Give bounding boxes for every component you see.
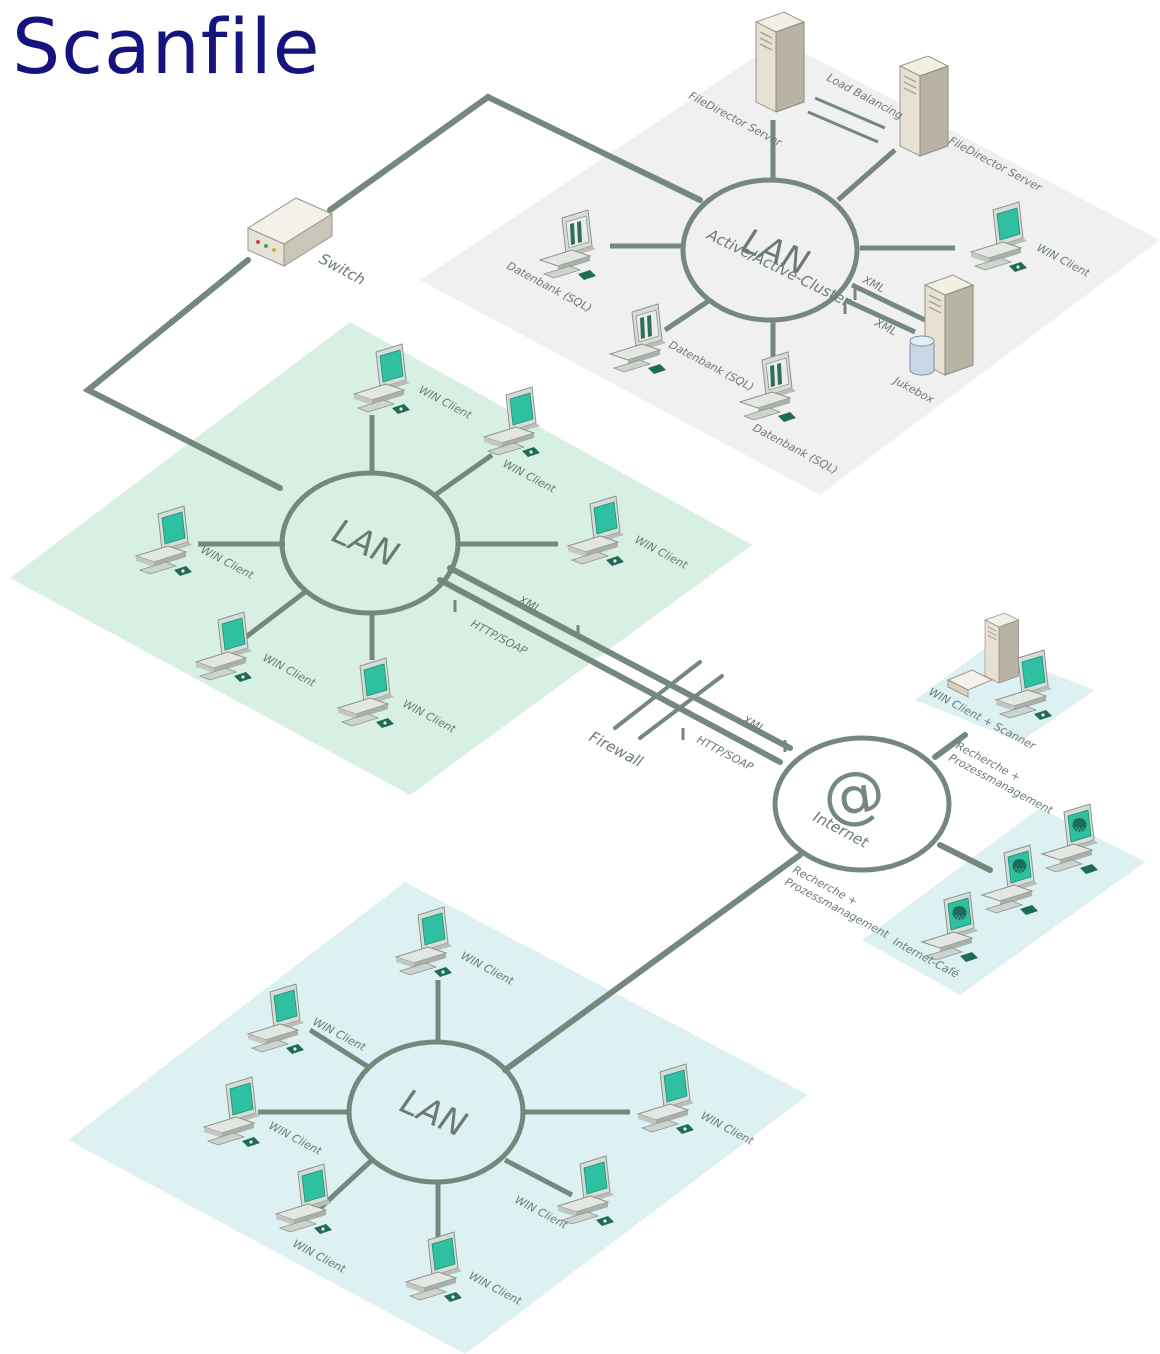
cluster-zone xyxy=(420,40,1160,495)
page-title: Scanfile xyxy=(12,2,321,91)
internet-node: @ Internet xyxy=(772,735,952,873)
firewall-icon xyxy=(613,660,724,740)
lan-mid-zone xyxy=(10,322,752,795)
cafe-www-3: WWW xyxy=(949,914,970,922)
switch-icon xyxy=(246,197,334,267)
internet-at-symbol: @ xyxy=(818,754,890,835)
cafe-www-1: WWW xyxy=(1069,826,1090,834)
switch-label: Switch xyxy=(316,250,368,289)
lan-bottom-zone xyxy=(68,882,808,1354)
scanner-zone xyxy=(915,648,1095,742)
load-balancing-arrows xyxy=(807,96,886,144)
cafe-www-2: WWW xyxy=(1009,867,1030,875)
connection-ticks xyxy=(453,288,857,752)
firewall-label: Firewall xyxy=(586,728,646,772)
jukebox-disc-icon xyxy=(909,335,935,376)
scanner-workstation xyxy=(946,612,1053,721)
internet-cafe: WWW WWW WWW xyxy=(921,803,1099,963)
firewall-http: HTTP/SOAP xyxy=(695,733,756,774)
server-1-icon xyxy=(755,11,805,113)
server-2-icon xyxy=(899,55,949,157)
backbone-lines xyxy=(82,93,993,1073)
